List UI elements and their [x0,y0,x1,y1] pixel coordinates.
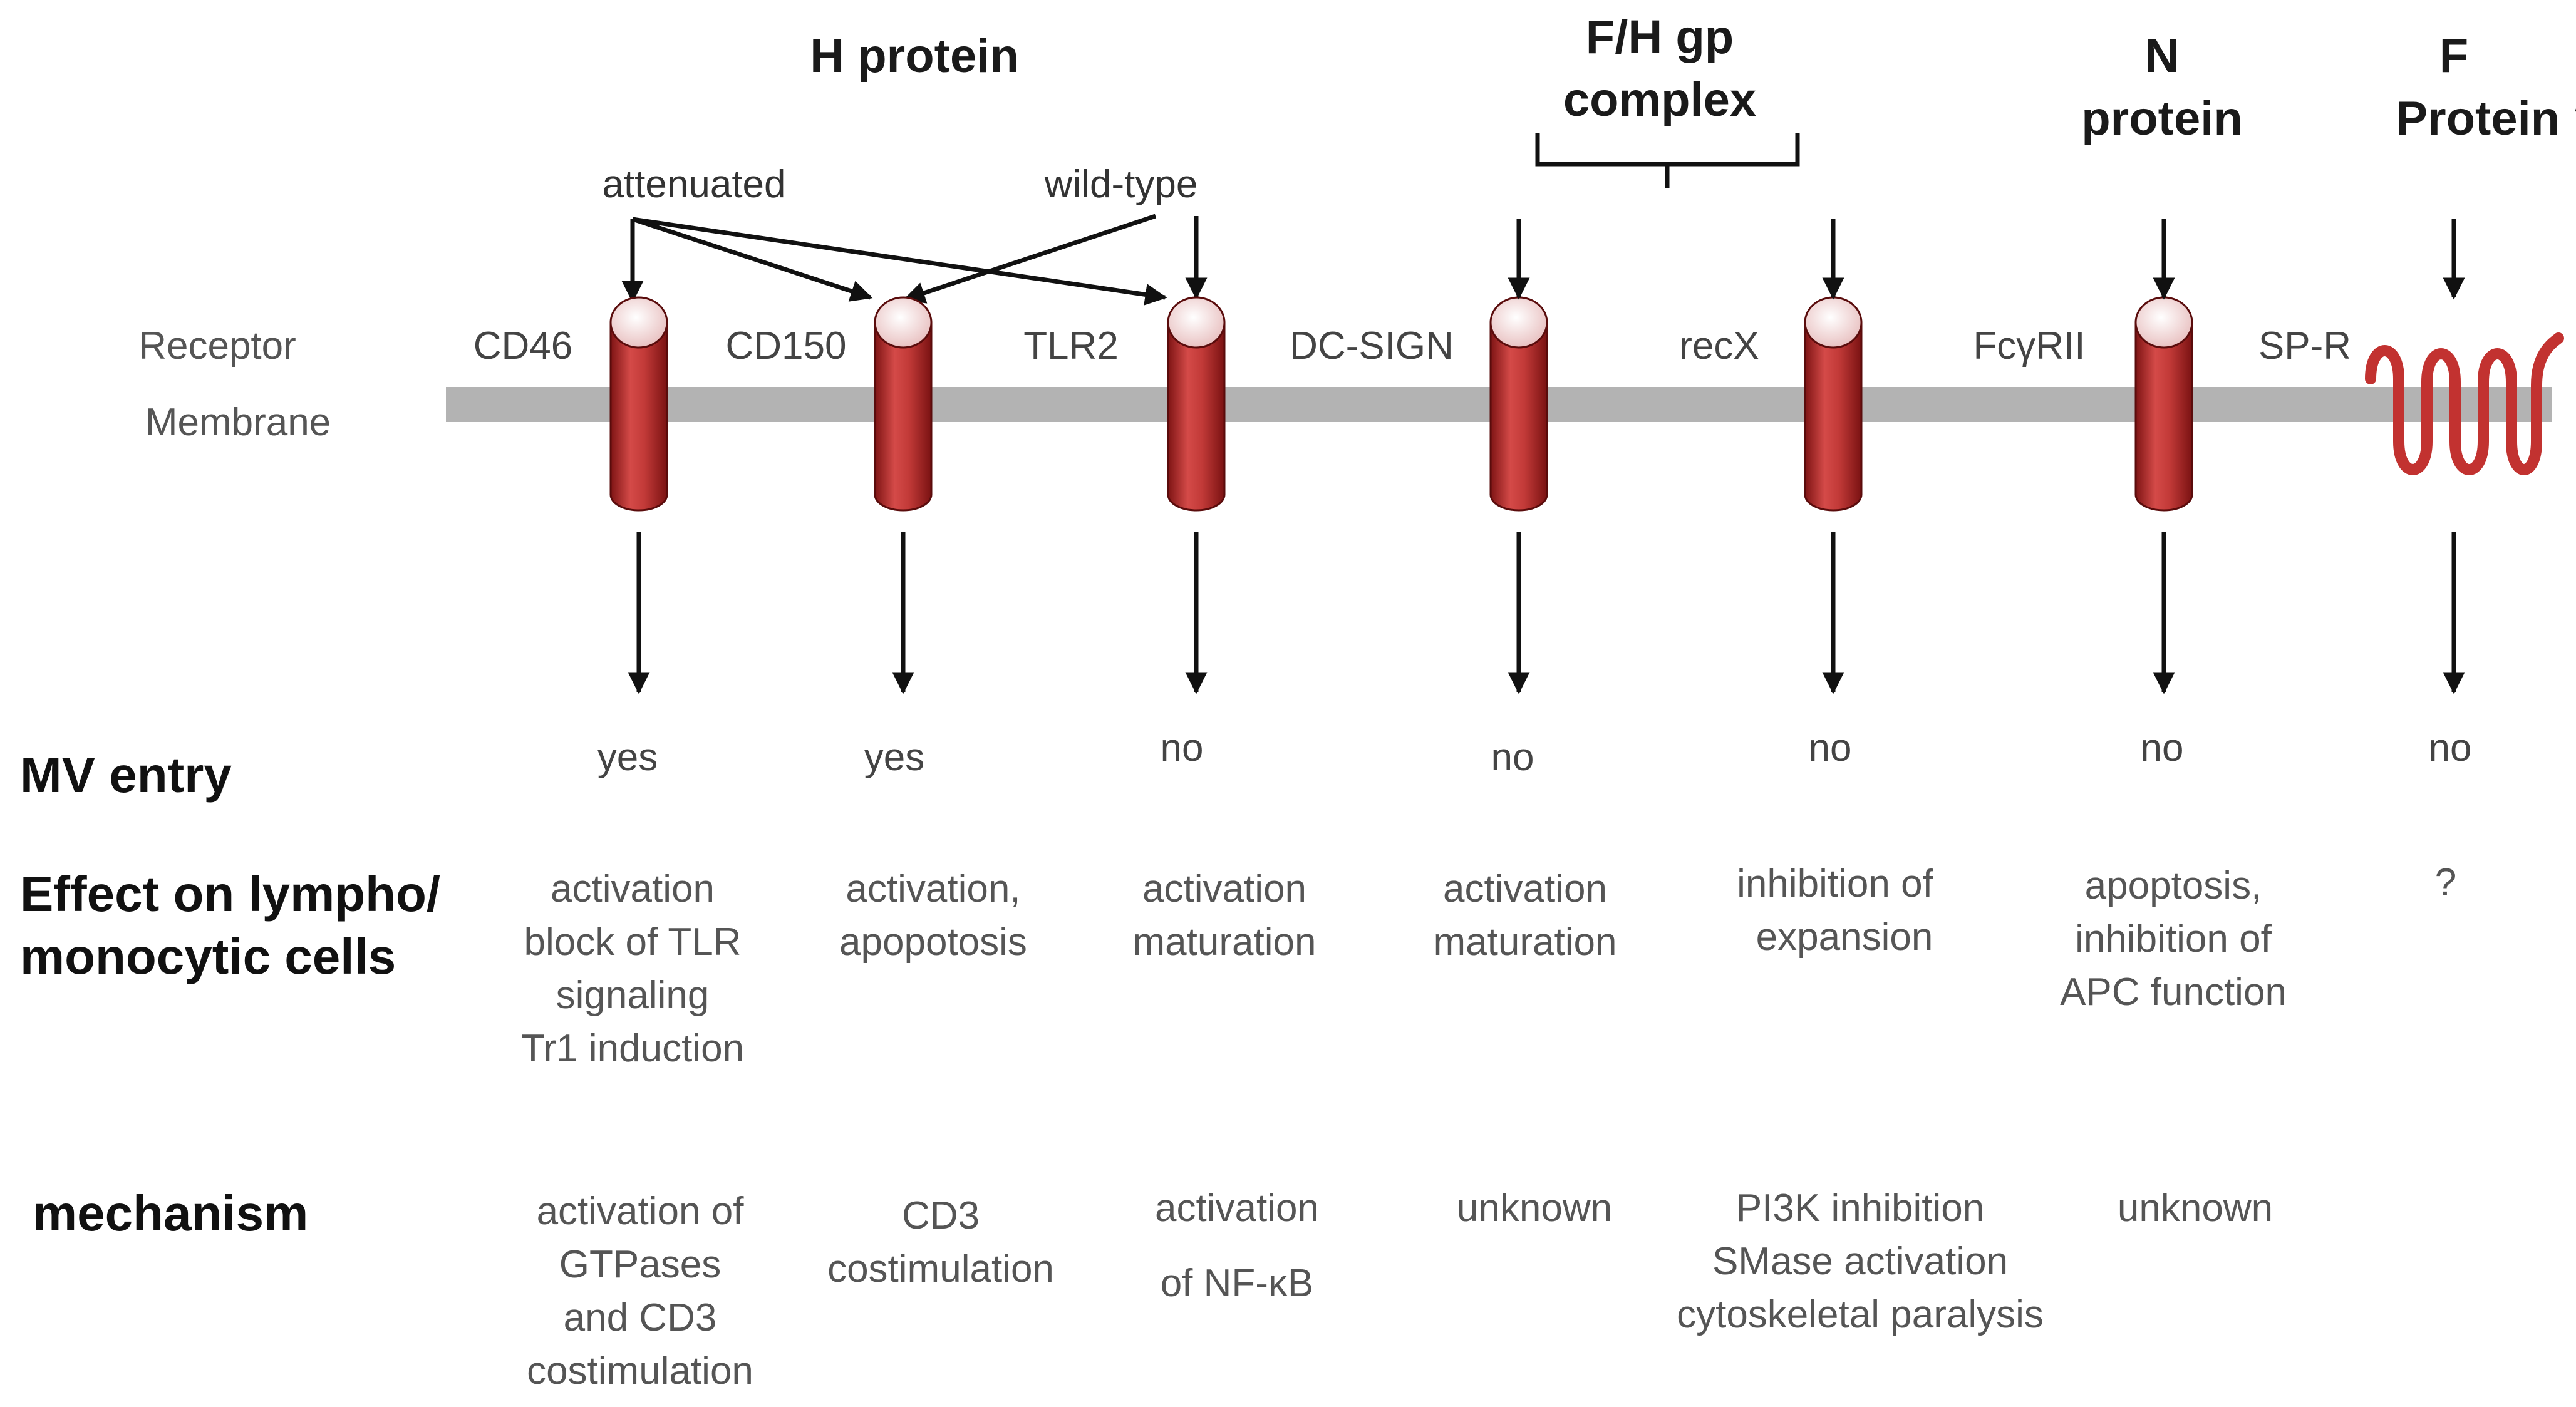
header-h-protein: H protein [810,29,1019,83]
effect-fcgrii-line: inhibition of [2075,917,2272,961]
mechanism-cell-cd46: activation of GTPases and CD3 costimulat… [527,1190,753,1393]
receptor-labels: CD46 CD150 TLR2 DC-SIGN recX FcγRII SP-R [473,324,2351,368]
effect-cell-tlr2: activation maturation [1133,867,1316,964]
receptor-label-fcgrii: FcγRII [1973,324,2085,368]
effect-sp-r-line: ? [2435,861,2456,904]
mv-entry-row-label: MV entry [20,747,232,803]
mechanism-dc-sign-line: unknown [1457,1187,1612,1230]
header-f-protein: F Protein ? [2396,29,2576,145]
mechanism-cd46-line: GTPases [559,1243,721,1286]
fh-complex-line-2: complex [1563,73,1756,126]
mechanism-cell-recx: PI3K inhibition SMase activation cytoske… [1677,1187,2044,1336]
cylinder-receptor-fcgrii-icon [2134,296,2193,512]
membrane-side-label: Membrane [145,401,331,444]
mechanism-row-label: mechanism [33,1185,308,1241]
receptor-label-sp-r: SP-R [2258,324,2351,368]
effect-cell-dc-sign: activation maturation [1434,867,1617,964]
effect-cell-cd46: activation block of TLR signaling Tr1 in… [521,867,744,1070]
effect-cd150-line: apopotosis [839,920,1027,964]
effect-cd150-line: activation, [846,867,1020,910]
h-protein-line-1: H protein [810,29,1019,83]
mechanism-recx-line: PI3K inhibition [1736,1187,1984,1230]
effect-cd46-line: activation [551,867,715,910]
fh-complex-line-1: F/H gp [1586,11,1734,64]
effect-tlr2-line: activation [1142,867,1306,910]
effect-fcgrii-line: apoptosis, [2085,864,2262,907]
mv-entry-dc-sign: no [1491,736,1534,779]
f-protein-line-2: Protein ? [2396,92,2576,145]
effect-tlr2-line: maturation [1133,920,1316,964]
mechanism-recx-line: cytoskeletal paralysis [1677,1293,2044,1336]
mechanism-cd150-line: CD3 [902,1194,980,1237]
effect-cell-sp-r: ? [2435,861,2456,904]
header-fh-complex: F/H gp complex [1535,11,1800,188]
mechanism-cd46-line: activation of [537,1190,745,1233]
effect-cell-recx: inhibition of expansion [1737,862,1933,959]
attenuated-label: attenuated [602,163,785,206]
effect-cell-cd150: activation, apopotosis [839,867,1027,964]
mechanism-cell-cd150: CD3 costimulation [827,1194,1054,1291]
cylinder-receptor-cd46-icon [609,296,668,512]
receptor-label-recx: recX [1679,324,1759,368]
effect-cd46-line: signaling [556,974,710,1017]
effect-cell-fcgrii: apoptosis, inhibition of APC function [2060,864,2287,1014]
effect-recx-line: expansion [1756,915,1933,959]
effect-cd46-line: Tr1 induction [521,1027,744,1070]
cylinder-receptor-tlr2-icon [1167,296,1226,512]
mechanism-recx-line: SMase activation [1712,1240,2008,1283]
receptor-label-cd46: CD46 [473,324,573,368]
effect-fcgrii-line: APC function [2060,971,2287,1014]
cylinder-receptor-cd150-icon [874,296,933,512]
mv-entry-cd46: yes [597,736,658,779]
mv-entry-cd150: yes [864,736,924,779]
n-protein-line-1: N [2145,29,2180,83]
cylinder-receptor-dc-sign-icon [1489,296,1548,512]
effect-dc-sign-line: maturation [1434,920,1617,964]
mechanism-tlr2-line: of NF-κB [1161,1262,1314,1305]
strain-arrows [621,214,1208,306]
effect-row-label-line-2: monocytic cells [20,929,396,984]
receptor-side-label: Receptor [138,324,296,368]
receptor-label-tlr2: TLR2 [1023,324,1119,368]
receptor-label-cd150: CD150 [726,324,847,368]
mechanism-tlr2-line: activation [1155,1187,1319,1230]
wild-type-label: wild-type [1044,163,1198,206]
effect-dc-sign-line: activation [1443,867,1607,910]
mechanism-fcgrii-line: unknown [2118,1187,2273,1230]
mechanism-cell-fcgrii: unknown [2118,1187,2273,1230]
mechanism-cell-tlr2: activation of NF-κB [1155,1187,1319,1305]
lower-arrows [628,532,2465,694]
attenuated-to-cd150-arrow [631,217,873,302]
effect-cd46-line: block of TLR [524,920,742,964]
mv-entry-fcgrii: no [2141,726,2184,770]
mechanism-cell-dc-sign: unknown [1457,1187,1612,1230]
header-n-protein: N protein [2081,29,2243,145]
fh-complex-bracket [1535,133,1800,188]
effect-recx-line: inhibition of [1737,862,1933,905]
effect-row-label-line-1: Effect on lympho/ [20,866,440,922]
mechanism-cd46-line: costimulation [527,1349,753,1393]
upper-arrows [1508,219,2465,300]
attenuated-to-tlr2-arrow [632,217,1167,306]
mv-entry-tlr2: no [1161,726,1204,770]
receptor-label-dc-sign: DC-SIGN [1290,324,1454,368]
mv-entry-recx: no [1809,726,1852,770]
cylinder-receptor-recx-icon [1804,296,1863,512]
mechanism-cd150-line: costimulation [827,1247,1054,1291]
coiled-receptor-sp-r-icon [2365,332,2564,475]
mv-entry-sp-r: no [2429,726,2472,770]
mv-entry-values: yes yes no no no no no [597,726,2472,779]
wildtype-to-cd150-arrow [903,214,1157,304]
mechanism-cd46-line: and CD3 [564,1296,717,1339]
f-protein-line-1: F [2439,29,2468,83]
n-protein-line-2: protein [2081,92,2243,145]
